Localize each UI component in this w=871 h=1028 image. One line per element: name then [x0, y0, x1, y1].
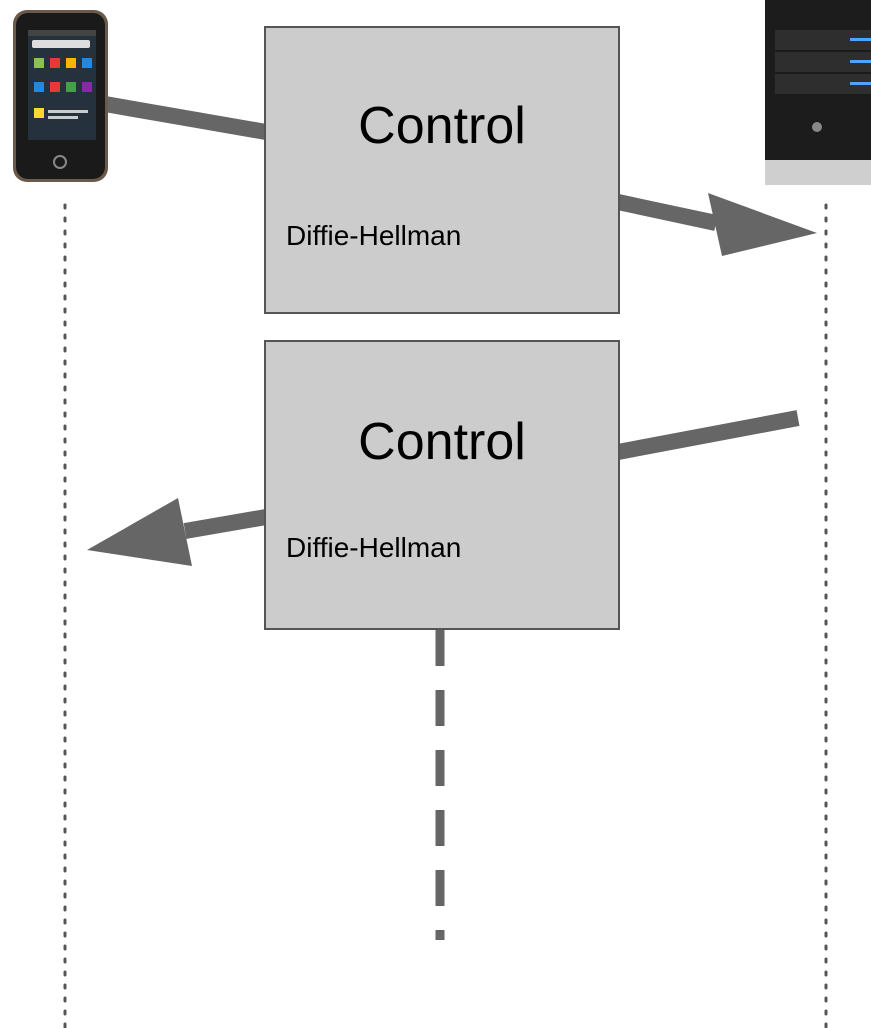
message-box-phone-to-server: Control Diffie-Hellman [264, 26, 620, 314]
arrow-server-to-phone [87, 410, 800, 566]
message-subtitle: Diffie-Hellman [286, 532, 462, 563]
arrow-phone-to-server [103, 96, 817, 256]
message-box-server-to-phone: Control Diffie-Hellman [264, 340, 620, 630]
message-subtitle: Diffie-Hellman [286, 220, 462, 251]
smartphone-icon [13, 10, 108, 182]
message-title: Control [358, 413, 526, 471]
server-icon [765, 0, 871, 185]
message-title: Control [358, 97, 526, 155]
